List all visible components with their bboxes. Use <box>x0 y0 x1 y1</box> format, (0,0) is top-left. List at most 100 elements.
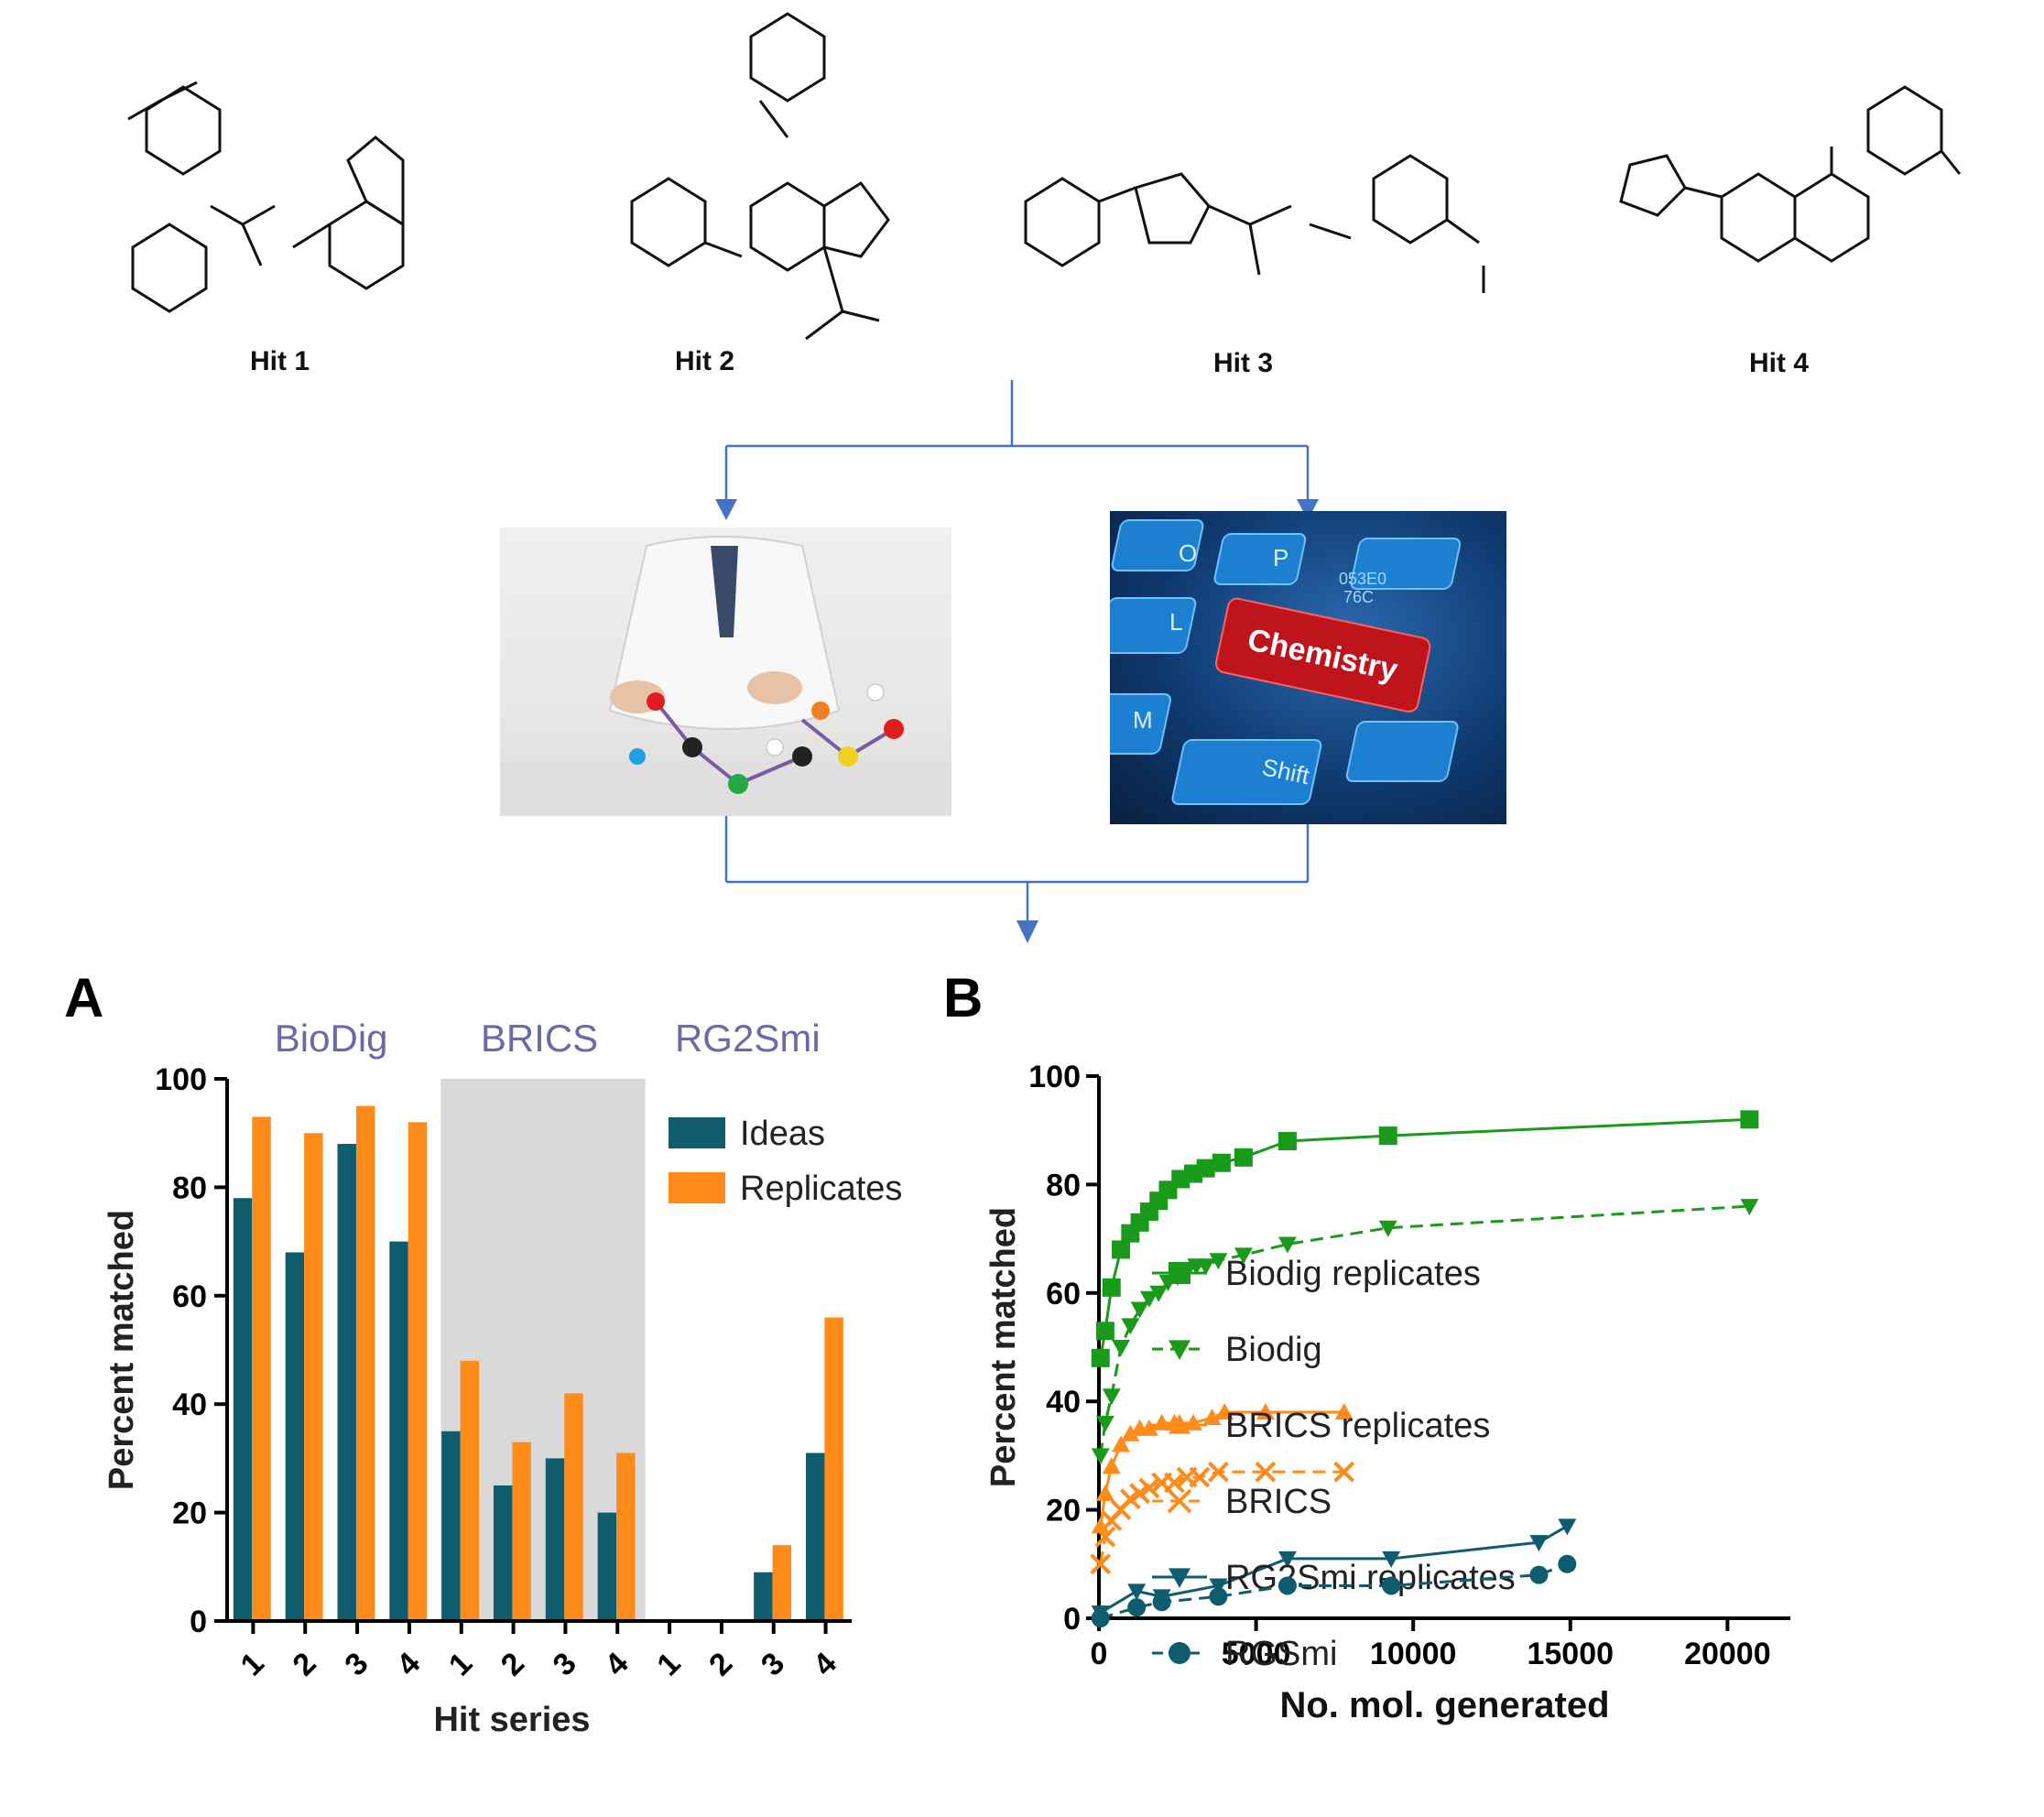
point-brics-12 <box>1255 1461 1277 1483</box>
bar-replicates-5 <box>512 1442 531 1621</box>
point-brics-0 <box>1090 1553 1112 1575</box>
bar-ideas-7 <box>597 1512 617 1621</box>
point-rg2smi-replicates-1 <box>1127 1583 1147 1601</box>
legend-marker-brics <box>1167 1488 1192 1514</box>
legend-marker-brics-replicates <box>1169 1414 1191 1434</box>
y-tick-label-40: 40 <box>1046 1385 1081 1420</box>
point-rgsmi-5 <box>1382 1576 1401 1595</box>
legend-item-brics-replicates: BRICS replicates <box>1152 1407 1490 1445</box>
bar-replicates-4 <box>460 1360 480 1621</box>
point-rg2smi-replicates-4 <box>1278 1550 1297 1568</box>
panel-a-letter: A <box>64 967 104 1028</box>
point-brics-11 <box>1207 1461 1229 1483</box>
point-brics-replicates-4 <box>1121 1424 1140 1442</box>
point-rgsmi-2 <box>1152 1593 1171 1612</box>
point-rg2smi-replicates-3 <box>1209 1578 1228 1595</box>
y-tick-label-0: 0 <box>190 1605 207 1639</box>
y-tick-label-100: 100 <box>155 1062 207 1097</box>
point-biodig-13 <box>1209 1253 1228 1270</box>
legend-item-brics: BRICS <box>1152 1483 1332 1521</box>
point-brics-replicates-11 <box>1215 1403 1234 1420</box>
x-tick-label-0: 1 <box>234 1646 271 1682</box>
x-tick-label-9: 2 <box>702 1646 739 1682</box>
point-rg2smi-replicates-5 <box>1382 1550 1401 1568</box>
legend-marker-rgsmi <box>1169 1642 1191 1664</box>
point-rgsmi-7 <box>1558 1554 1577 1573</box>
point-brics-13 <box>1333 1461 1355 1483</box>
point-brics-6 <box>1138 1477 1160 1499</box>
point-biodig-replicates-15 <box>1378 1126 1397 1146</box>
bar-ideas-11 <box>805 1453 825 1621</box>
key-letter-o: O <box>1179 539 1197 567</box>
y-tick-label-60: 60 <box>1046 1277 1081 1311</box>
legend-label-rgsmi: RGSmi <box>1225 1635 1337 1673</box>
point-brics-1 <box>1094 1526 1116 1548</box>
x-tick-label-10: 3 <box>755 1646 791 1682</box>
series-rg2smi-replicates <box>1091 1518 1577 1623</box>
point-biodig-replicates-2 <box>1102 1278 1121 1297</box>
group-label-biodig: BioDig <box>275 1017 388 1060</box>
line-biodig-replicates <box>1099 1117 1750 1359</box>
bar-replicates-11 <box>824 1317 843 1621</box>
bar-replicates-0 <box>252 1116 271 1621</box>
group-label-brics: BRICS <box>481 1017 598 1060</box>
hex-text: 053E0 <box>1339 570 1386 588</box>
y-tick-label-20: 20 <box>1046 1494 1081 1529</box>
key-letter-m: M <box>1133 706 1153 734</box>
point-brics-4 <box>1119 1488 1141 1510</box>
point-biodig-12 <box>1196 1258 1215 1276</box>
legend-marker-rg2smi-replicates <box>1169 1568 1191 1588</box>
point-brics-replicates-10 <box>1202 1408 1222 1425</box>
legend-label-rg2smi-replicates: RG2Smi replicates <box>1225 1559 1516 1597</box>
point-biodig-replicates-16 <box>1740 1110 1759 1129</box>
line-biodig <box>1099 1204 1750 1456</box>
bar-replicates-3 <box>408 1122 428 1621</box>
x-tick-label-15000: 15000 <box>1527 1637 1614 1671</box>
y-tick-label-40: 40 <box>172 1387 207 1422</box>
hit-structures <box>127 12 1962 341</box>
legend-marker-biodig <box>1169 1340 1191 1360</box>
point-biodig-14 <box>1234 1247 1253 1265</box>
x-tick-label-5000: 5000 <box>1222 1637 1291 1671</box>
point-biodig-2 <box>1102 1388 1121 1406</box>
x-tick-label-3: 4 <box>390 1646 427 1682</box>
x-tick-label-10000: 10000 <box>1370 1637 1457 1671</box>
point-brics-replicates-12 <box>1256 1403 1275 1420</box>
y-tick-label-0: 0 <box>1063 1602 1081 1637</box>
x-tick-label-4: 1 <box>442 1646 479 1682</box>
hit-1-label: Hit 1 <box>250 346 310 376</box>
bar-replicates-1 <box>304 1133 323 1621</box>
point-biodig-10 <box>1178 1264 1197 1281</box>
point-biodig-replicates-14 <box>1278 1132 1297 1151</box>
point-biodig-5 <box>1130 1301 1149 1319</box>
x-tick-label-11: 4 <box>807 1646 843 1682</box>
x-axis-label: Hit series <box>433 1701 590 1739</box>
bar-ideas-10 <box>754 1572 773 1621</box>
point-biodig-replicates-1 <box>1095 1322 1114 1341</box>
point-biodig-15 <box>1278 1236 1297 1254</box>
legend-label-replicates: Replicates <box>740 1170 902 1208</box>
point-brics-replicates-6 <box>1139 1419 1158 1436</box>
bar-ideas-3 <box>389 1241 408 1621</box>
y-tick-label-100: 100 <box>1028 1060 1081 1094</box>
series-biodig-replicates <box>1091 1110 1759 1367</box>
legend-item-rgsmi: RGSmi <box>1152 1635 1337 1673</box>
y-tick-label-20: 20 <box>172 1496 207 1531</box>
point-biodig-9 <box>1168 1269 1187 1287</box>
point-rgsmi-1 <box>1127 1598 1147 1617</box>
point-biodig-4 <box>1121 1318 1140 1335</box>
y-axis-label: Percent matched <box>984 1207 1023 1487</box>
point-biodig-replicates-0 <box>1091 1348 1110 1367</box>
point-biodig-6 <box>1139 1290 1158 1308</box>
hit2-structure <box>630 12 890 341</box>
hit-4-label: Hit 4 <box>1749 348 1810 378</box>
x-tick-label-6: 3 <box>547 1646 583 1682</box>
point-biodig-8 <box>1158 1274 1178 1291</box>
point-rgsmi-4 <box>1278 1576 1297 1595</box>
group-label-rg2smi: RG2Smi <box>675 1017 821 1060</box>
bar-ideas-2 <box>337 1144 356 1621</box>
x-tick-label-20000: 20000 <box>1684 1637 1771 1671</box>
bar-ideas-4 <box>441 1431 461 1621</box>
